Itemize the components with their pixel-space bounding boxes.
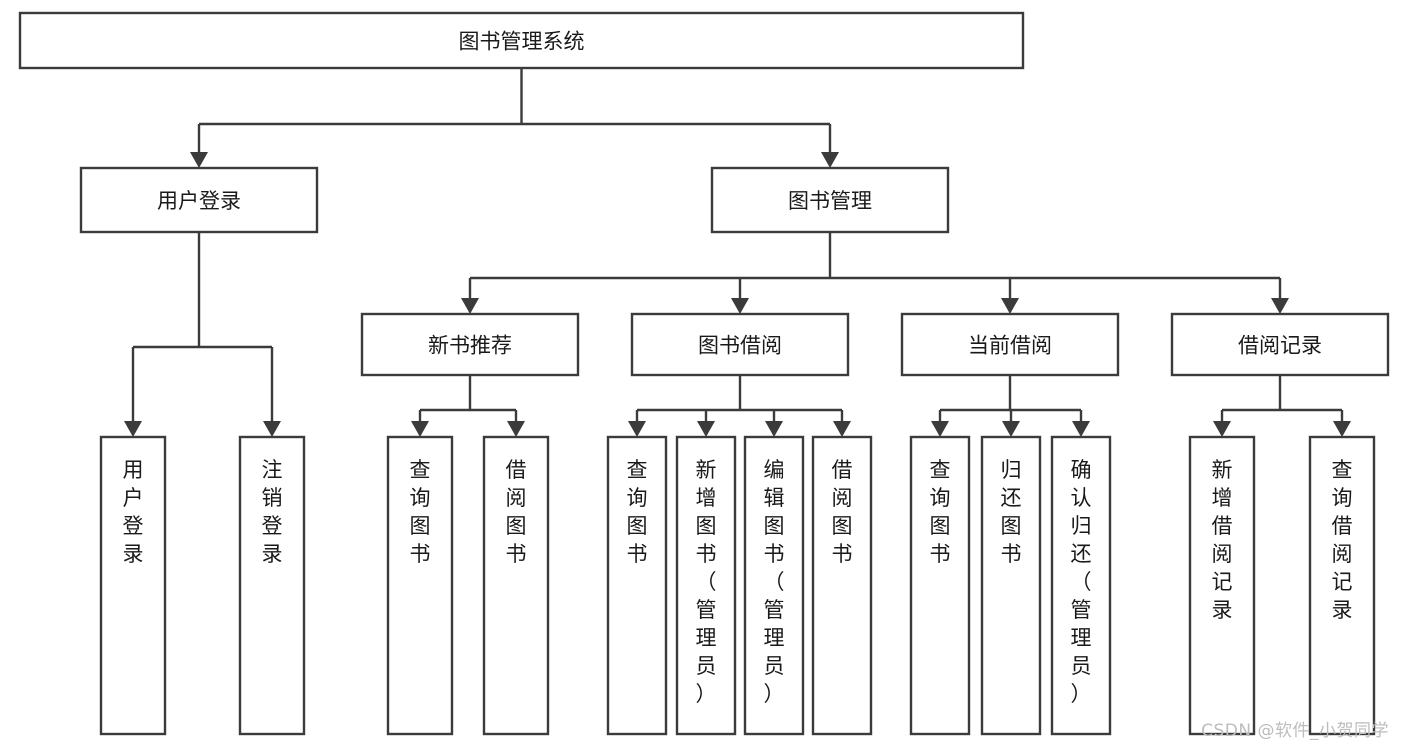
node-box-leaf-bb-query-book	[606, 435, 668, 736]
node-label-book-borrow: 图书借阅	[698, 334, 782, 358]
node-box-leaf-bb-edit-book	[743, 435, 805, 736]
node-label-current-borrow: 当前借阅	[968, 334, 1052, 358]
node-label-leaf-bb-edit-book: 编辑图书（管理员）	[764, 458, 785, 706]
node-box-leaf-br-add-record	[1188, 435, 1256, 736]
arrow-head-icon	[507, 421, 525, 437]
arrow-head-icon	[1072, 421, 1090, 437]
arrow-head-icon	[765, 421, 783, 437]
arrow-head-icon	[697, 421, 715, 437]
connector-lines-layer	[124, 68, 1351, 437]
node-label-leaf-br-query-record: 查询借阅记录	[1332, 458, 1353, 622]
node-label-leaf-bb-borrow-book: 借阅图书	[832, 458, 853, 566]
node-leaf-br-add-record[interactable]: 新增借阅记录	[1188, 435, 1256, 736]
node-label-leaf-rec-borrow-book: 借阅图书	[506, 458, 527, 566]
node-leaf-bb-borrow-book[interactable]: 借阅图书	[811, 435, 873, 736]
node-box-current-borrow	[900, 312, 1120, 377]
arrow-head-icon	[628, 421, 646, 437]
node-leaf-user-login[interactable]: 用户登录	[99, 435, 167, 736]
node-label-leaf-cb-return-book: 归还图书	[1001, 458, 1022, 566]
node-label-leaf-bb-add-book: 新增图书（管理员）	[696, 458, 717, 706]
node-new-book-recommend[interactable]: 新书推荐	[360, 312, 580, 377]
node-label-leaf-cb-confirm-return: 确认归还（管理员）	[1071, 458, 1092, 706]
node-borrow-records[interactable]: 借阅记录	[1170, 312, 1390, 377]
node-box-new-book-recommend	[360, 312, 580, 377]
node-leaf-br-query-record[interactable]: 查询借阅记录	[1308, 435, 1376, 736]
node-label-leaf-user-login: 用户登录	[123, 458, 144, 566]
arrow-head-icon	[731, 298, 749, 314]
nodes-layer: 图书管理系统用户登录图书管理新书推荐图书借阅当前借阅借阅记录用户登录注销登录查询…	[18, 11, 1390, 736]
node-leaf-rec-query-book[interactable]: 查询图书	[386, 435, 454, 736]
arrow-head-icon	[190, 152, 208, 168]
arrow-head-icon	[821, 152, 839, 168]
arrow-head-icon	[1271, 298, 1289, 314]
edges-from-borrow-records	[1213, 375, 1351, 437]
arrow-head-icon	[1333, 421, 1351, 437]
node-label-new-book-recommend: 新书推荐	[428, 334, 512, 358]
edges-from-new-book-recommend	[411, 375, 525, 437]
node-box-leaf-bb-add-book	[675, 435, 737, 736]
node-box-leaf-cb-return-book	[980, 435, 1042, 736]
arrow-head-icon	[1213, 421, 1231, 437]
arrow-head-icon	[931, 421, 949, 437]
node-leaf-rec-borrow-book[interactable]: 借阅图书	[482, 435, 550, 736]
edges-from-book-manage	[461, 232, 1289, 314]
node-box-user-login	[79, 166, 319, 234]
node-label-leaf-rec-query-book: 查询图书	[410, 458, 431, 566]
node-leaf-logout[interactable]: 注销登录	[238, 435, 306, 736]
edges-from-current-borrow	[931, 375, 1090, 437]
node-box-leaf-user-login	[99, 435, 167, 736]
node-box-root	[18, 11, 1025, 70]
node-user-login[interactable]: 用户登录	[79, 166, 319, 234]
node-box-leaf-bb-borrow-book	[811, 435, 873, 736]
node-label-user-login: 用户登录	[157, 189, 241, 213]
node-leaf-bb-query-book[interactable]: 查询图书	[606, 435, 668, 736]
node-leaf-cb-query-book[interactable]: 查询图书	[909, 435, 971, 736]
node-label-root: 图书管理系统	[459, 30, 585, 54]
node-label-leaf-logout: 注销登录	[262, 458, 283, 566]
node-root[interactable]: 图书管理系统	[18, 11, 1025, 70]
arrow-head-icon	[1002, 421, 1020, 437]
arrow-head-icon	[1001, 298, 1019, 314]
edges-from-root	[190, 68, 839, 168]
node-current-borrow[interactable]: 当前借阅	[900, 312, 1120, 377]
arrow-head-icon	[833, 421, 851, 437]
arrow-head-icon	[124, 421, 142, 437]
node-box-leaf-rec-borrow-book	[482, 435, 550, 736]
node-label-borrow-records: 借阅记录	[1238, 334, 1322, 358]
node-label-leaf-br-add-record: 新增借阅记录	[1212, 458, 1233, 622]
node-box-leaf-logout	[238, 435, 306, 736]
edges-from-book-borrow	[628, 375, 851, 437]
node-leaf-bb-add-book[interactable]: 新增图书（管理员）	[675, 435, 737, 736]
arrow-head-icon	[263, 421, 281, 437]
node-box-leaf-cb-confirm-return	[1050, 435, 1112, 736]
node-box-leaf-cb-query-book	[909, 435, 971, 736]
node-label-leaf-cb-query-book: 查询图书	[930, 458, 951, 566]
node-box-book-borrow	[630, 312, 850, 377]
node-book-manage[interactable]: 图书管理	[710, 166, 950, 234]
node-book-borrow[interactable]: 图书借阅	[630, 312, 850, 377]
edges-from-user-login	[124, 232, 281, 437]
node-label-book-manage: 图书管理	[788, 189, 872, 213]
node-box-leaf-rec-query-book	[386, 435, 454, 736]
node-leaf-cb-return-book[interactable]: 归还图书	[980, 435, 1042, 736]
node-leaf-bb-edit-book[interactable]: 编辑图书（管理员）	[743, 435, 805, 736]
node-box-leaf-br-query-record	[1308, 435, 1376, 736]
node-box-book-manage	[710, 166, 950, 234]
node-label-leaf-bb-query-book: 查询图书	[627, 458, 648, 566]
arrow-head-icon	[411, 421, 429, 437]
node-leaf-cb-confirm-return[interactable]: 确认归还（管理员）	[1050, 435, 1112, 736]
node-box-borrow-records	[1170, 312, 1390, 377]
arrow-head-icon	[461, 298, 479, 314]
